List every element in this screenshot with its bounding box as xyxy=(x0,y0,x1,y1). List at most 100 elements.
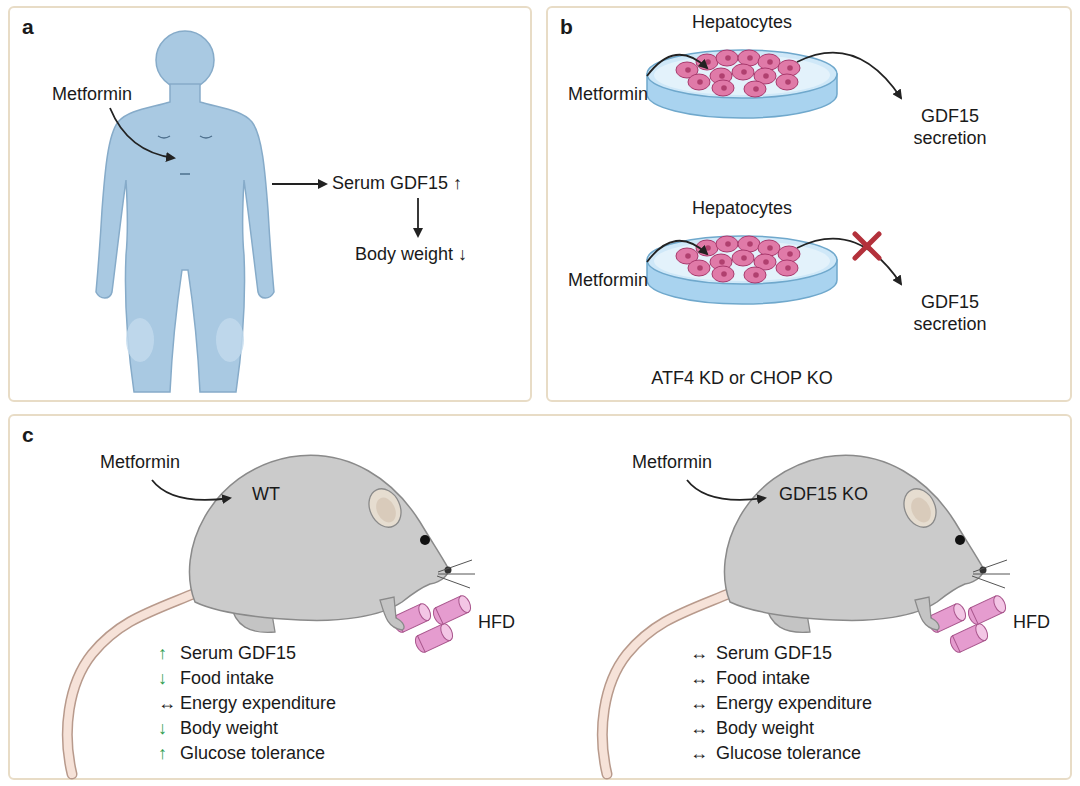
direction-arrow: ↑ xyxy=(158,643,167,665)
figure-panel: a xyxy=(8,6,532,402)
flow-arrow xyxy=(417,198,419,236)
direction-arrow: ↔ xyxy=(690,643,708,665)
mouse-figure xyxy=(438,560,472,572)
food-pellets xyxy=(416,602,433,623)
culture-dish xyxy=(647,55,707,76)
culture-dish xyxy=(712,80,734,96)
food-pellets xyxy=(991,594,1008,615)
culture-dish xyxy=(753,272,759,278)
mouse-figure xyxy=(715,442,995,642)
diet-label: HFD xyxy=(1013,612,1050,634)
effect-label: Serum GDF15 xyxy=(180,643,296,665)
mouse-figure xyxy=(420,535,430,545)
culture-dish xyxy=(785,79,791,85)
mouse-figure xyxy=(955,535,965,545)
food-pellets xyxy=(438,622,455,643)
mouse-model: WT xyxy=(180,442,460,642)
culture-dish xyxy=(744,267,766,283)
food-pellets xyxy=(431,594,473,626)
effect-label: Food intake xyxy=(716,668,810,690)
culture-dish xyxy=(688,74,710,90)
diet-label: HFD xyxy=(478,612,515,634)
flow-arrow xyxy=(110,108,174,158)
culture-dish xyxy=(778,246,800,262)
culture-dish xyxy=(778,60,800,76)
culture-dish xyxy=(719,259,725,265)
direction-arrow: ↔ xyxy=(690,743,708,765)
mouse-figure xyxy=(973,574,1010,575)
effect-label: Serum GDF15 xyxy=(716,643,832,665)
culture-dish xyxy=(767,245,773,251)
food-pellets xyxy=(948,622,990,654)
direction-arrow: ↔ xyxy=(158,693,176,715)
culture-dish xyxy=(855,234,879,258)
mouse-figure xyxy=(438,574,475,575)
direction-arrow: ↓ xyxy=(158,668,167,690)
human-figure xyxy=(156,31,214,89)
mouse-model: GDF15 KO xyxy=(715,442,995,642)
culture-dish xyxy=(776,74,798,90)
culture-dish xyxy=(776,260,798,276)
direction-arrow: ↓ xyxy=(158,718,167,740)
culture-dish xyxy=(697,265,703,271)
human-figure xyxy=(180,173,190,175)
mouse-figure xyxy=(907,494,934,525)
culture-dish xyxy=(741,255,747,261)
effect-label: Energy expenditure xyxy=(180,693,336,715)
effect-label: Glucose tolerance xyxy=(180,743,325,765)
mouse-figure xyxy=(180,442,460,642)
culture-dish xyxy=(705,245,711,251)
culture-dish xyxy=(719,73,725,79)
mouse-figure xyxy=(437,576,470,588)
mouse-figure xyxy=(189,455,448,620)
human-figure xyxy=(216,318,244,362)
mouse-figure xyxy=(67,592,198,774)
culture-dish xyxy=(758,240,780,256)
culture-dish xyxy=(785,265,791,271)
direction-arrow: ↔ xyxy=(690,718,708,740)
genotype-label: GDF15 KO xyxy=(779,484,868,506)
genotype-label: WT xyxy=(252,484,280,506)
human-figure xyxy=(126,318,154,362)
human-figure xyxy=(96,84,274,392)
mouse-figure xyxy=(972,576,1005,588)
outcome-label: Serum GDF15 ↑ xyxy=(332,173,462,195)
effect-label: Body weight xyxy=(180,718,278,740)
mouse-figure xyxy=(898,484,942,533)
culture-dish xyxy=(688,260,710,276)
human-figure xyxy=(200,136,212,138)
culture-dish xyxy=(797,53,901,98)
mouse-figure xyxy=(363,484,407,533)
culture-dish xyxy=(758,54,780,70)
culture-dish xyxy=(721,271,727,277)
panel-letter: a xyxy=(22,14,34,39)
genotype-label: ATF4 KD or CHOP KO xyxy=(651,368,832,390)
panel-letter: c xyxy=(22,422,34,447)
culture-dish xyxy=(747,241,753,247)
culture-dish xyxy=(787,65,793,71)
cell-type-heading: Hepatocytes xyxy=(692,12,792,34)
culture-dish xyxy=(747,55,753,61)
culture-dish xyxy=(763,73,769,79)
hepatocyte-dish: Hepatocytes xyxy=(627,12,857,132)
direction-arrow: ↑ xyxy=(158,743,167,765)
figure-panel: bHepatocytesHepatocytesATF4 KD or CHOP K… xyxy=(546,6,1072,402)
effect-label: Energy expenditure xyxy=(716,693,872,715)
human-figure xyxy=(158,136,170,138)
cell-type-heading: Hepatocytes xyxy=(692,198,792,220)
culture-dish xyxy=(721,85,727,91)
culture-dish xyxy=(716,236,738,252)
drug-label: Metformin xyxy=(568,84,648,106)
culture-dish xyxy=(767,59,773,65)
flow-arrow xyxy=(110,108,418,236)
mouse-figure xyxy=(602,592,733,774)
culture-dish xyxy=(741,69,747,75)
culture-dish xyxy=(753,86,759,92)
food-pellets xyxy=(973,622,990,643)
food-pellets xyxy=(456,594,473,615)
mouse-figure xyxy=(67,592,198,774)
culture-dish xyxy=(705,59,711,65)
drug-label: Metformin xyxy=(568,270,648,292)
food-pellets xyxy=(413,622,455,654)
